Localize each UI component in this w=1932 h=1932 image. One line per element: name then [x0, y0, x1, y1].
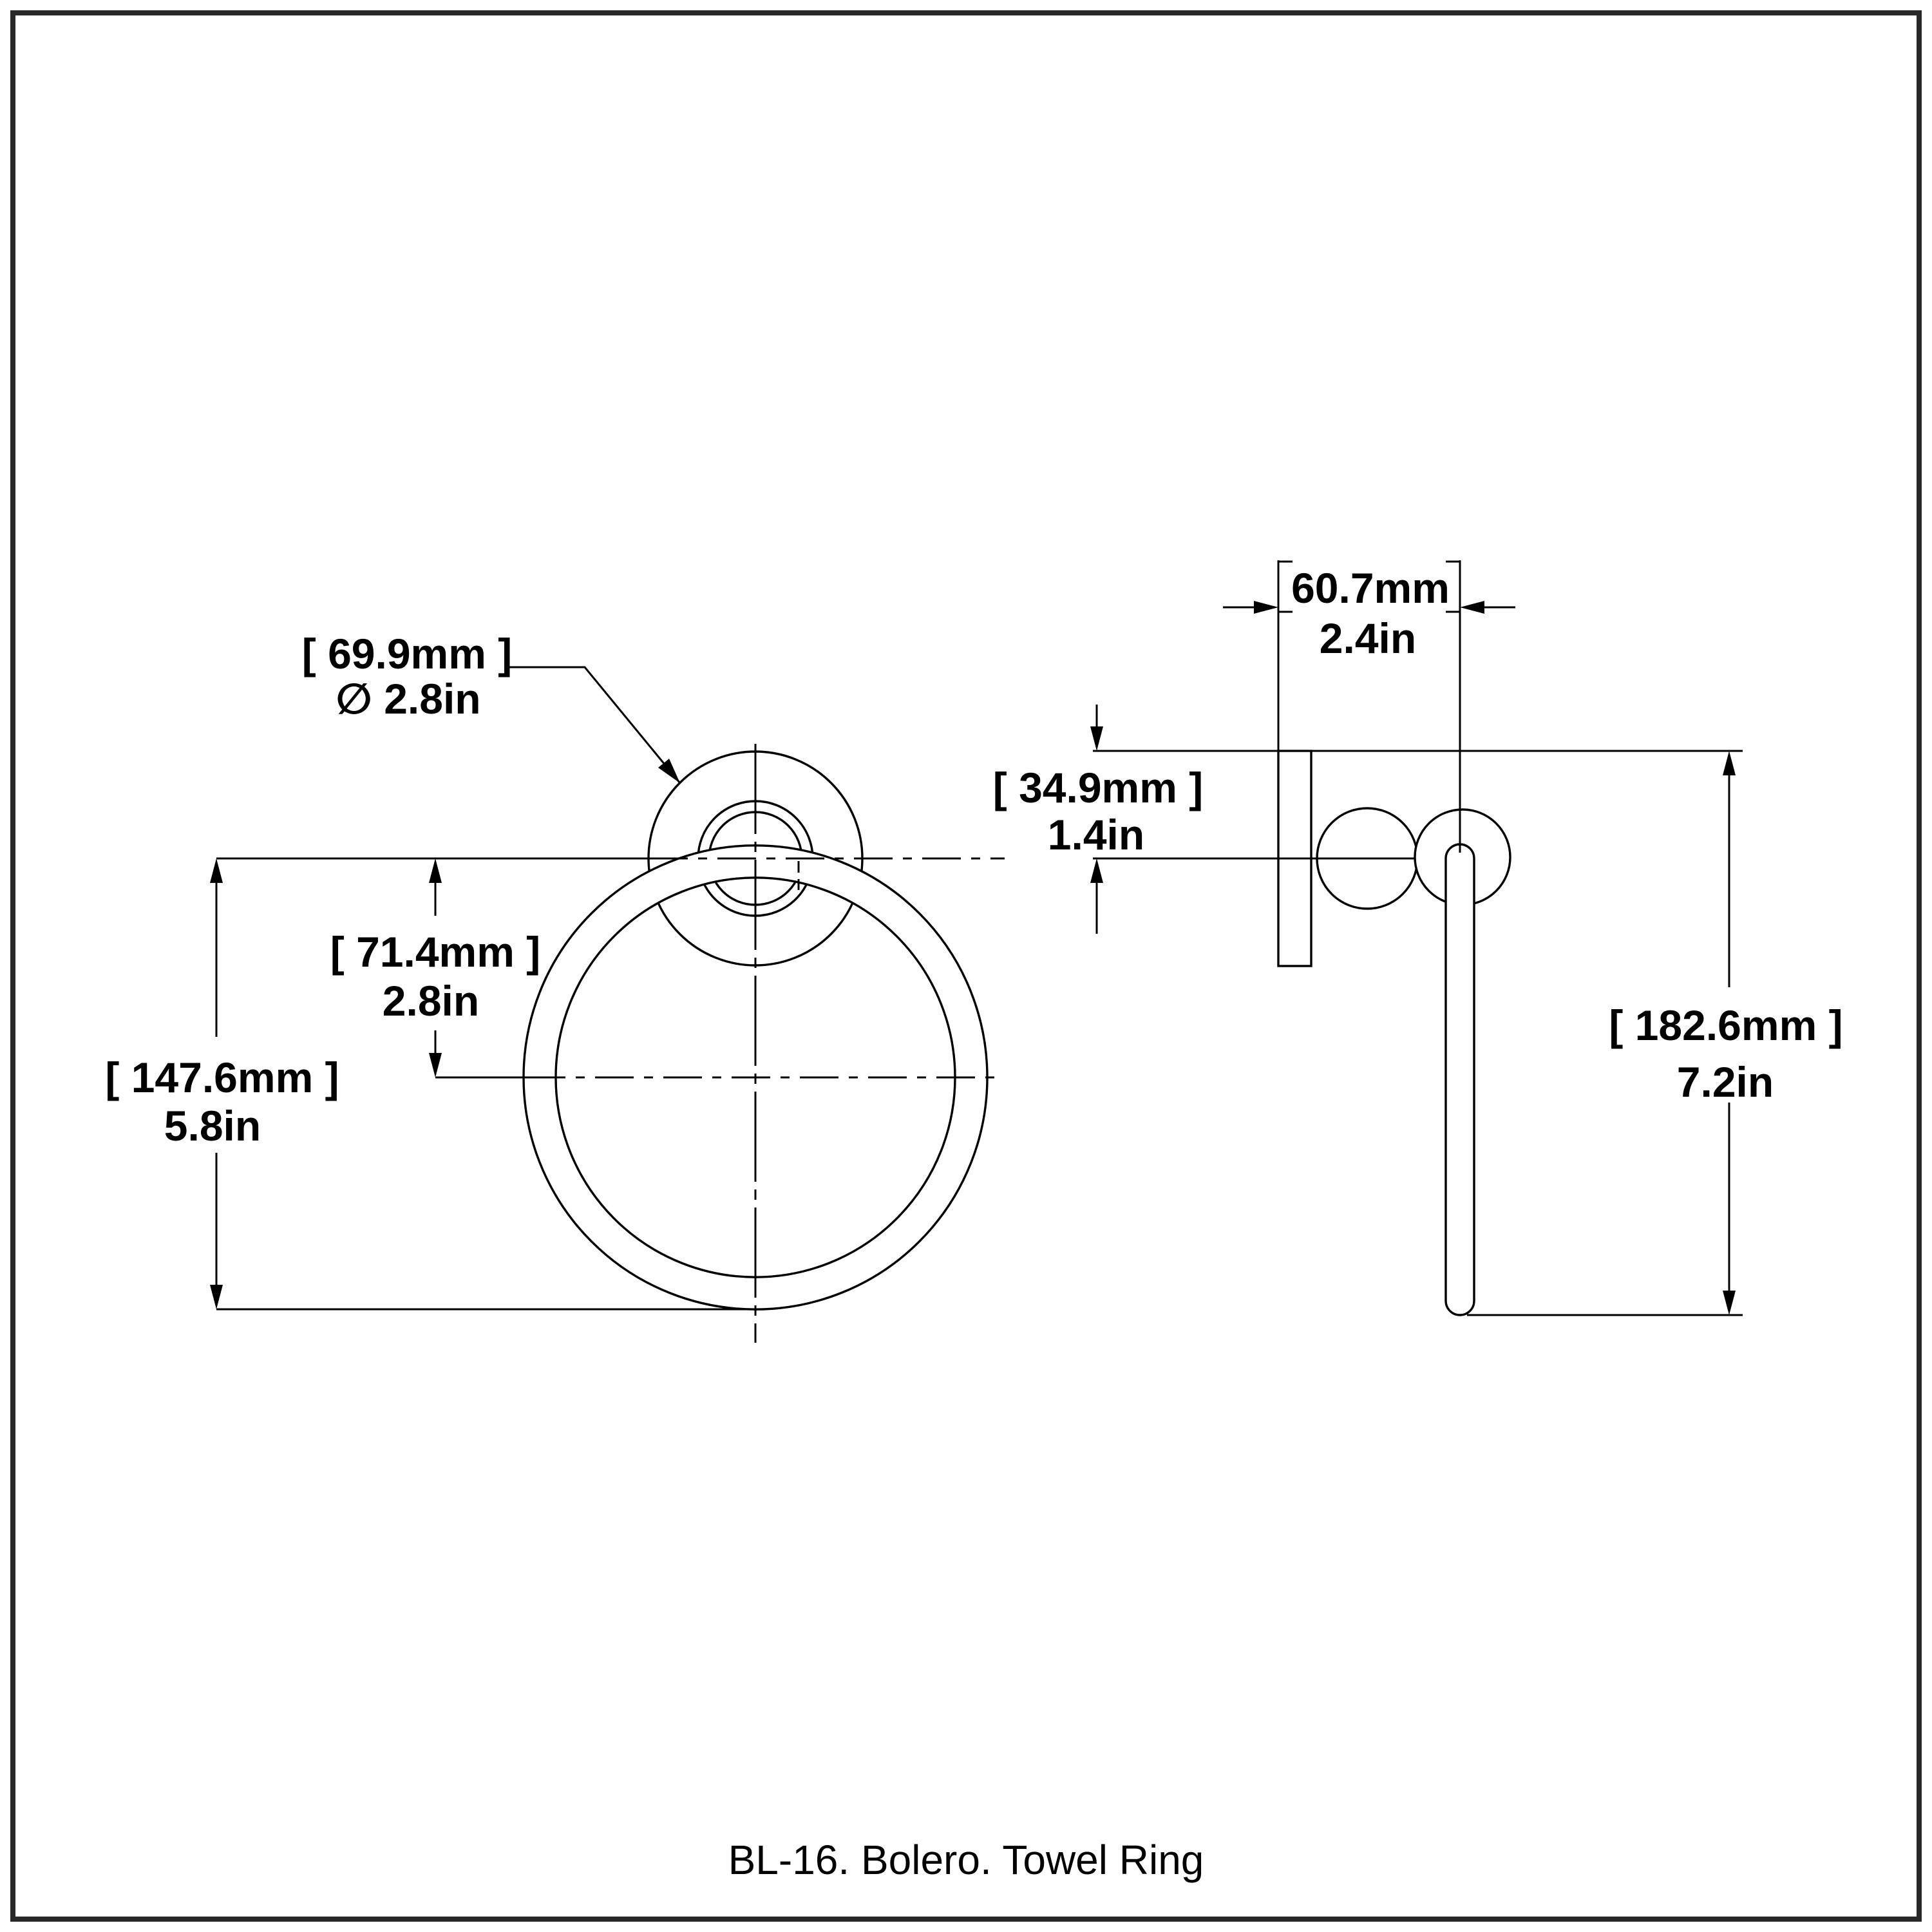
dim-diameter-2-8-in-label: ∅ 2.8in	[336, 675, 480, 723]
side-dimension-plate-to-center: [ 34.9mm ] 1.4in	[993, 705, 1203, 934]
dim-2-8-in-label: 2.8in	[383, 977, 479, 1025]
arrow-down-icon	[1090, 726, 1103, 751]
side-dimension-overall-height: [ 182.6mm ] 7.2in	[1609, 751, 1843, 1315]
dim-2-4-in-label: 2.4in	[1320, 614, 1416, 662]
arrow-left-icon	[1460, 601, 1484, 614]
dim-5-8-in-label: 5.8in	[164, 1102, 261, 1150]
arrow-up-icon	[210, 858, 223, 883]
side-view: 60.7mm 2.4in [ 34.9mm ] 1.4in [ 182.6mm …	[993, 560, 1843, 1316]
dim-71-4-mm-label: [ 71.4mm ]	[330, 928, 540, 976]
dim-60-7-mm-label: 60.7mm	[1291, 564, 1450, 612]
front-dimension-to-ring-center: [ 71.4mm ] 2.8in	[330, 858, 540, 1077]
arrow-up-icon	[1090, 858, 1103, 883]
drawing-caption: BL-16. Bolero. Towel Ring	[728, 1837, 1204, 1883]
arrow-up-icon	[1723, 751, 1736, 775]
dim-34-9-mm-label: [ 34.9mm ]	[993, 764, 1203, 811]
leader-arrow-icon	[658, 759, 680, 783]
page-border	[10, 10, 1922, 1922]
arrow-right-icon	[1254, 601, 1278, 614]
side-projection-bracket-ticks	[1278, 560, 1460, 613]
side-dimension-projection: 60.7mm 2.4in	[1223, 564, 1515, 662]
arrow-down-icon	[429, 1053, 442, 1077]
dim-182-6-mm-label: [ 182.6mm ]	[1609, 1001, 1842, 1049]
front-view: [ 147.6mm ] 5.8in [ 71.4mm ] 2.8in [ 69.…	[105, 630, 1005, 1343]
arrow-down-icon	[1723, 1291, 1736, 1315]
dim-147-6-mm-label: [ 147.6mm ]	[105, 1054, 339, 1101]
side-projection-extension-lines	[1277, 560, 1461, 853]
dim-1-4-in-label: 1.4in	[1048, 811, 1144, 858]
front-dimension-flange-diameter: [ 69.9mm ] ∅ 2.8in	[302, 630, 681, 784]
arrow-down-icon	[210, 1285, 223, 1309]
dim-69-9-mm-label: [ 69.9mm ]	[302, 630, 512, 677]
front-dimension-overall: [ 147.6mm ] 5.8in	[105, 858, 339, 1309]
arrow-up-icon	[429, 858, 442, 883]
dim-7-2-in-label: 7.2in	[1677, 1058, 1774, 1106]
side-ring-profile	[1444, 843, 1475, 1316]
leader-line	[505, 666, 681, 784]
